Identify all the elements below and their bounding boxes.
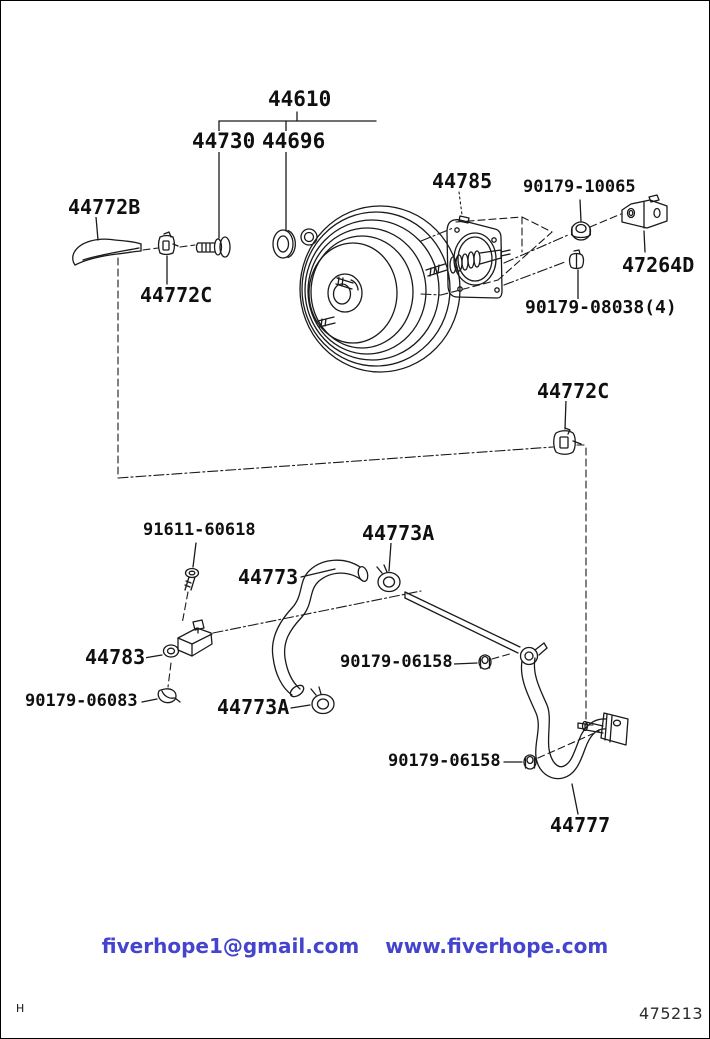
construction-lines: [420, 213, 622, 296]
routing-dashed-lines: [117, 257, 597, 726]
part-label-90179-06158-1: 90179-06158: [339, 652, 454, 672]
booster-pushrod-drawing: [425, 249, 511, 277]
part-label-44610: 44610: [267, 87, 333, 111]
brake-booster-drawing: [299, 205, 461, 373]
part-label-90179-06158-2: 90179-06158: [387, 751, 502, 771]
part-label-44773: 44773: [237, 565, 300, 589]
nut-90179-06158-1-drawing: [453, 652, 514, 670]
vacuum-pipe-drawing: [404, 591, 548, 666]
footer-email: fiverhope1@gmail.com: [101, 934, 360, 958]
clamp-44773a-top-drawing: [376, 542, 401, 593]
clamp-44773a-bottom-drawing: [290, 686, 335, 715]
part-label-90179-08038: 90179-08038(4): [524, 297, 678, 318]
ring-44696-drawing: [272, 229, 296, 259]
bracket-47264d-drawing: [621, 194, 668, 253]
part-label-44772c-2: 44772C: [536, 379, 611, 403]
clip-90179-06083-drawing: [141, 688, 181, 704]
part-label-44785: 44785: [431, 169, 494, 193]
nut-90179-10065-drawing: [570, 199, 592, 241]
part-label-44773a-1: 44773A: [361, 521, 436, 545]
part-label-44773a-2: 44773A: [216, 695, 291, 719]
part-label-44783: 44783: [84, 645, 147, 669]
valve-44783-drawing: [143, 619, 213, 688]
part-label-44696: 44696: [261, 129, 327, 153]
footer-website: www.fiverhope.com: [385, 934, 609, 958]
part-label-44772b: 44772B: [67, 195, 142, 219]
part-label-90179-06083: 90179-06083: [24, 691, 139, 711]
hose-44773-drawing: [271, 559, 369, 698]
gasket-44785-drawing: [446, 191, 503, 299]
part-label-44777: 44777: [549, 813, 612, 837]
screw-91611-60618-drawing: [181, 542, 200, 625]
clip-44772c-1-drawing: [142, 231, 196, 285]
tube-44777-drawing: [520, 657, 629, 815]
hose-44772b-drawing: [72, 216, 142, 266]
clip-90179-08038-drawing: [568, 249, 585, 300]
part-label-91611-60618: 91611-60618: [142, 520, 257, 540]
footer-contact: fiverhope1@gmail.com www.fiverhope.com: [1, 934, 709, 958]
nut-90179-06158-2-drawing: [503, 730, 600, 770]
part-label-44772c-1: 44772C: [139, 283, 214, 307]
part-label-47264d: 47264D: [621, 253, 696, 277]
page-code: 475213: [639, 1004, 704, 1023]
clip-44772c-2-drawing: [553, 399, 582, 455]
bolt-44730-drawing: [195, 236, 231, 258]
part-label-44730: 44730: [191, 129, 257, 153]
part-label-90179-10065: 90179-10065: [522, 177, 637, 197]
corner-mark: H: [16, 1002, 25, 1015]
